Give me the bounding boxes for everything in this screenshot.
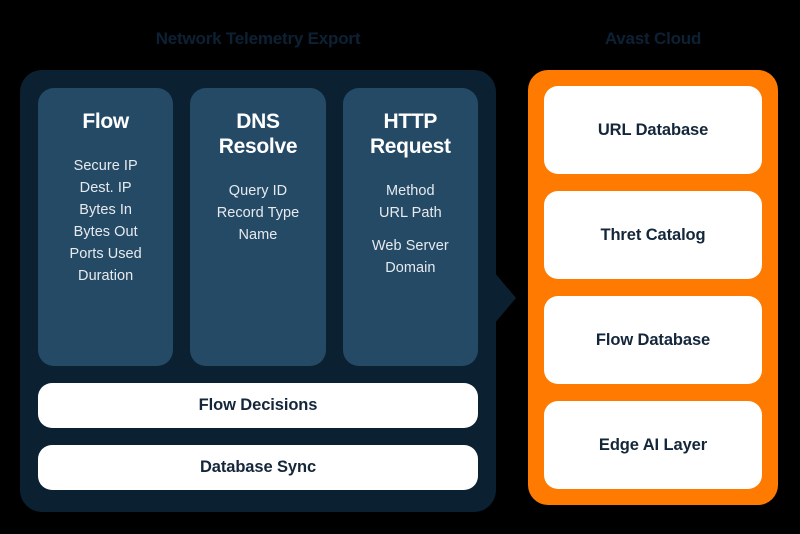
column-dns-resolve-items: Query ID Record Type Name xyxy=(217,180,300,246)
column-item: Bytes In xyxy=(79,201,133,218)
arrow-right-icon xyxy=(494,272,516,324)
column-flow: Flow Secure IP Dest. IP Bytes In Bytes O… xyxy=(38,88,174,366)
column-http-request-title: HTTP Request xyxy=(369,110,451,158)
telemetry-columns: Flow Secure IP Dest. IP Bytes In Bytes O… xyxy=(38,88,478,366)
cloud-card-edge-ai-layer[interactable]: Edge AI Layer xyxy=(544,401,762,489)
avast-cloud-panel: URL Database Thret Catalog Flow Database… xyxy=(528,70,778,505)
cloud-card-label: Thret Catalog xyxy=(600,225,706,244)
cloud-card-label: URL Database xyxy=(597,120,709,139)
cloud-card-label: Flow Database xyxy=(595,330,711,349)
right-section-title: Avast Cloud xyxy=(604,29,702,48)
column-item: Bytes Out xyxy=(73,223,138,240)
column-item: Ports Used xyxy=(69,245,142,262)
column-http-request: HTTP Request Method URL Path Web Server … xyxy=(342,88,478,366)
database-sync-label: Database Sync xyxy=(199,458,317,476)
flow-decisions-bar[interactable]: Flow Decisions xyxy=(38,383,478,428)
column-http-request-items: Method URL Path Web Server Domain xyxy=(372,180,449,279)
column-item: Secure IP xyxy=(73,157,138,174)
cloud-card-flow-database[interactable]: Flow Database xyxy=(544,296,762,384)
column-item: Name xyxy=(238,226,278,243)
column-item: URL Path xyxy=(378,204,442,221)
column-item: Record Type xyxy=(216,204,300,221)
column-item: Duration xyxy=(78,267,134,284)
column-item: Web Server Domain xyxy=(371,237,449,276)
column-dns-resolve: DNS Resolve Query ID Record Type Name xyxy=(190,88,326,366)
column-flow-title: Flow xyxy=(82,110,129,133)
flow-decisions-label: Flow Decisions xyxy=(198,396,318,414)
column-item: Dest. IP xyxy=(79,179,132,196)
left-section-title: Network Telemetry Export xyxy=(155,29,361,48)
column-item: Method xyxy=(385,182,435,199)
database-sync-bar[interactable]: Database Sync xyxy=(38,445,478,490)
column-dns-resolve-title: DNS Resolve xyxy=(218,110,298,158)
network-telemetry-export-panel: Flow Secure IP Dest. IP Bytes In Bytes O… xyxy=(20,70,496,512)
column-flow-items: Secure IP Dest. IP Bytes In Bytes Out Po… xyxy=(70,155,142,287)
column-item: Query ID xyxy=(228,182,288,199)
cloud-card-url-database[interactable]: URL Database xyxy=(544,86,762,174)
cloud-card-label: Edge AI Layer xyxy=(598,435,708,454)
cloud-card-thret-catalog[interactable]: Thret Catalog xyxy=(544,191,762,279)
